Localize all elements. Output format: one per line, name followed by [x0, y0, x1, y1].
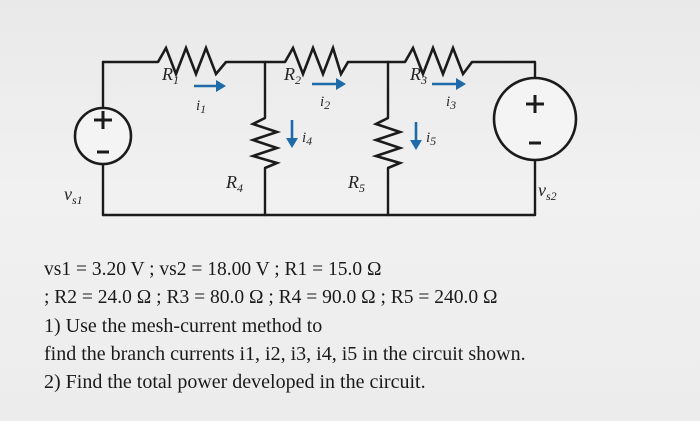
source-vs1	[73, 106, 133, 166]
current-arrow-i2	[312, 78, 346, 90]
resistor-r1-symbol	[156, 44, 227, 78]
wire-top-4	[470, 60, 537, 80]
source-vs2	[492, 76, 578, 162]
current-arrow-i4	[286, 120, 298, 148]
question-1-line-a: 1) Use the mesh-current method to	[44, 315, 323, 337]
question-1-line-b: find the branch currents i1, i2, i3, i4,…	[44, 343, 526, 365]
current-i5-label: i5	[426, 130, 436, 148]
given-values-line-1: vs1 = 3.20 V ; vs2 = 18.00 V ; R1 = 15.0…	[44, 259, 382, 280]
resistor-r1-label: R1	[161, 64, 179, 87]
question-2: 2) Find the total power developed in the…	[44, 371, 426, 393]
given-values-line-2: ; R2 = 24.0 Ω ; R3 = 80.0 Ω ; R4 = 90.0 …	[44, 287, 498, 308]
resistor-r3-label: R3	[409, 64, 427, 87]
current-i3-label: i3	[446, 94, 456, 112]
resistor-r5-symbol	[371, 116, 405, 170]
resistor-r4-symbol	[248, 116, 282, 170]
circuit-diagram: R1 R2 R3 R4 R5 vs1 vs2 i1 i2 i3 i4 i5	[64, 44, 578, 217]
resistor-r2-label: R2	[283, 64, 301, 87]
source-vs1-label: vs1	[64, 184, 83, 207]
current-i1-label: i1	[196, 98, 206, 116]
current-i4-label: i4	[302, 130, 312, 148]
problem-statement: vs1 = 3.20 V ; vs2 = 18.00 V ; R1 = 15.0…	[44, 256, 684, 396]
resistor-r5-label: R5	[347, 172, 365, 195]
resistor-r3-symbol	[403, 44, 474, 78]
resistor-r4-label: R4	[225, 172, 243, 195]
circuit-wires	[101, 60, 537, 217]
current-arrow-i5	[410, 122, 422, 150]
resistor-r2-symbol	[283, 44, 350, 78]
current-arrow-i3	[432, 78, 466, 90]
current-arrow-i1	[194, 80, 226, 92]
current-i2-label: i2	[320, 94, 330, 112]
source-vs2-label: vs2	[538, 180, 557, 203]
